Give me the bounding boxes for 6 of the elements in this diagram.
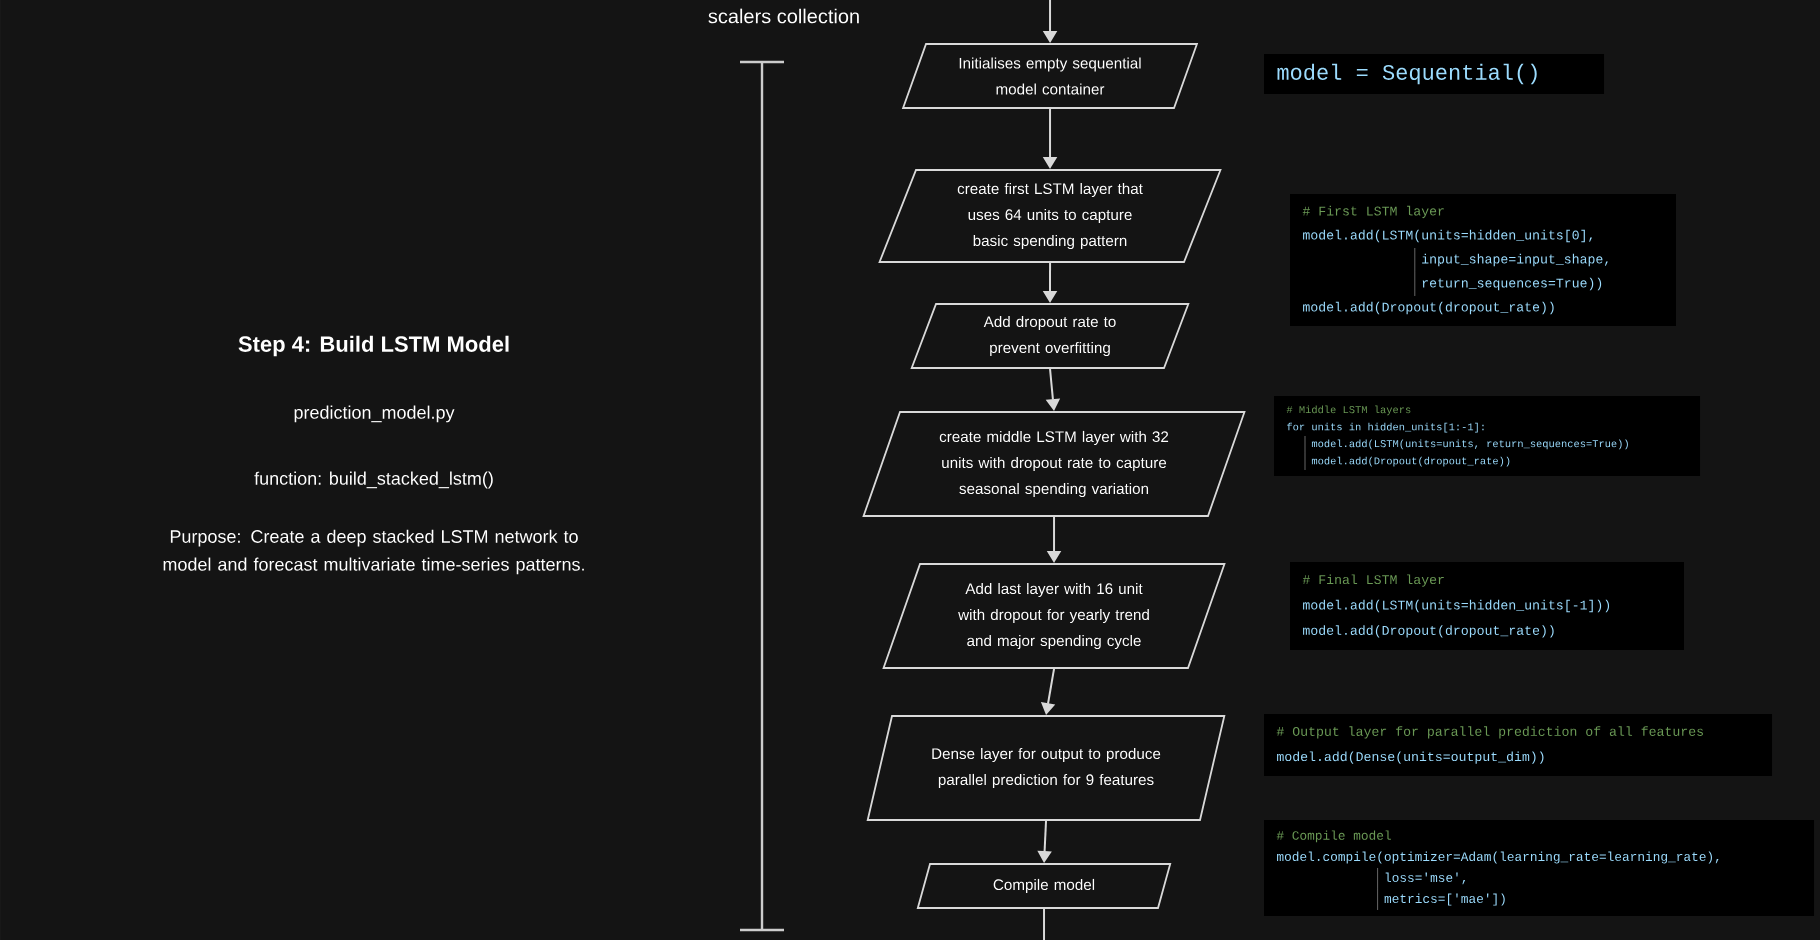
description-text: Purpose: Create a deep stacked LSTM network to model and forecast multivariate time-series patterns.: [163, 529, 584, 575]
description-text: prediction_model.py: [294, 405, 455, 423]
code-line: model = Sequential(): [1277, 63, 1537, 85]
panel-heading: Step 4: Build LSTM Model: [238, 335, 509, 357]
caption-text: scalers collection: [708, 8, 859, 24]
description-text: function: build_stacked_lstm(): [254, 471, 493, 489]
